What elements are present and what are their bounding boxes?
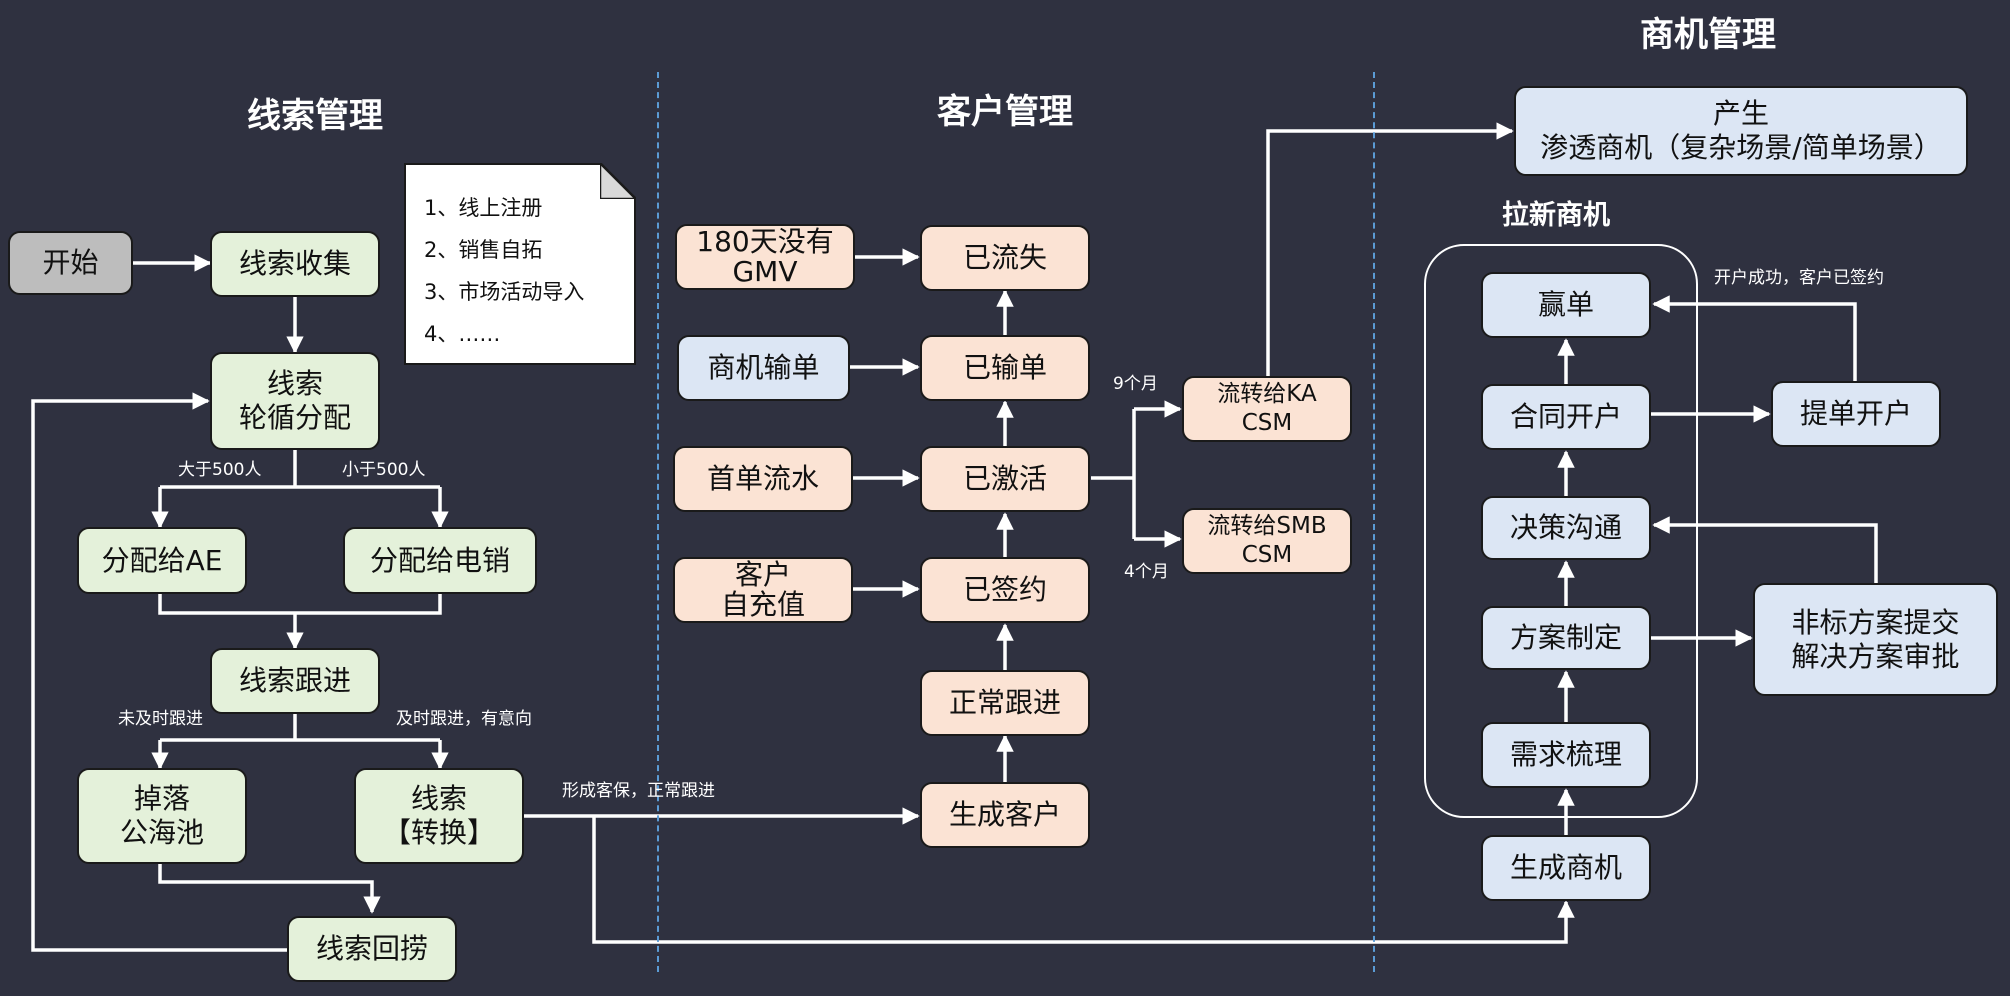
assign-telesales-node: 分配给电销 — [343, 527, 537, 594]
new-opportunity-group — [1424, 244, 1698, 818]
no-gmv-180-node: 180天没有 GMV — [675, 224, 855, 290]
note-line: 2、销售自拓 — [424, 238, 543, 262]
note-line: 1、线上注册 — [424, 196, 543, 220]
plan-making-node: 方案制定 — [1481, 606, 1651, 670]
lead-recycle-node: 线索回捞 — [287, 916, 457, 982]
create-opportunity-node: 生成商机 — [1481, 835, 1651, 901]
submit-open-account-node: 提单开户 — [1771, 381, 1941, 447]
section-title-new-opportunity: 拉新商机 — [1502, 200, 1610, 231]
edge-roundrobin-split — [160, 450, 440, 489]
note-line: 3、市场活动导入 — [424, 280, 585, 304]
customer-self-recharge-node: 客户 自充值 — [673, 557, 853, 623]
edge-ae-telesales-merge — [158, 594, 442, 615]
churned-node: 已流失 — [920, 225, 1090, 291]
section-title-opportunity: 商机管理 — [1640, 15, 1776, 55]
opportunity-lost-node: 商机输单 — [677, 335, 850, 401]
section-title-customer: 客户管理 — [937, 92, 1073, 132]
transfer-smb-csm-node: 流转给SMB CSM — [1182, 508, 1352, 574]
start-node: 开始 — [8, 231, 133, 295]
lead-round-robin-node: 线索 轮循分配 — [210, 352, 380, 450]
create-customer-node: 生成客户 — [920, 782, 1090, 848]
signed-node: 已签约 — [920, 557, 1090, 623]
normal-follow-node: 正常跟进 — [920, 670, 1090, 736]
divider-right — [1373, 72, 1375, 972]
note-folded-corner — [600, 163, 636, 199]
label-form-customer: 形成客保，正常跟进 — [562, 781, 715, 801]
lead-source-note: 1、线上注册 2、销售自拓 3、市场活动导入 4、…… — [404, 163, 636, 365]
contract-open-account-node: 合同开户 — [1481, 384, 1651, 450]
drop-public-pool-node: 掉落 公海池 — [77, 768, 247, 864]
label-lt-500: 小于500人 — [342, 460, 426, 480]
edge-follow-split — [160, 714, 440, 742]
edge-submit-to-win — [1652, 295, 1857, 381]
label-not-timely: 未及时跟进 — [118, 709, 203, 729]
activated-node: 已激活 — [920, 446, 1090, 512]
nonstandard-plan-approval-node: 非标方案提交 解决方案审批 — [1753, 583, 1998, 696]
label-open-success: 开户成功，客户已签约 — [1714, 268, 1884, 288]
generate-penetration-opportunity-node: 产生 渗透商机（复杂场景/简单场景） — [1514, 86, 1968, 176]
label-four-months: 4个月 — [1124, 562, 1169, 582]
requirement-sorting-node: 需求梳理 — [1481, 722, 1651, 788]
edge-ka-to-penetration — [1266, 122, 1514, 376]
assign-ae-node: 分配给AE — [77, 527, 247, 594]
lead-collect-node: 线索收集 — [210, 231, 380, 297]
section-title-lead: 线索管理 — [247, 96, 383, 136]
lead-follow-node: 线索跟进 — [210, 648, 380, 714]
edge-activated-split — [1091, 409, 1136, 539]
lost-order-node: 已输单 — [920, 335, 1090, 401]
lead-convert-node: 线索 【转换】 — [354, 768, 524, 864]
first-order-flow-node: 首单流水 — [673, 446, 853, 512]
edge-pool-to-recycle — [158, 864, 381, 914]
note-line: 4、…… — [424, 322, 501, 346]
edge-recycle-to-roundrobin — [31, 392, 287, 952]
transfer-ka-csm-node: 流转给KA CSM — [1182, 376, 1352, 442]
edge-nonstandard-to-decision — [1652, 516, 1878, 583]
win-node: 赢单 — [1481, 272, 1651, 338]
label-timely: 及时跟进，有意向 — [396, 709, 532, 729]
divider-left — [657, 72, 659, 972]
decision-communication-node: 决策沟通 — [1481, 496, 1651, 560]
label-gt-500: 大于500人 — [178, 460, 262, 480]
label-nine-months: 9个月 — [1113, 374, 1158, 394]
edge-convert-to-opportunity — [592, 816, 1575, 944]
